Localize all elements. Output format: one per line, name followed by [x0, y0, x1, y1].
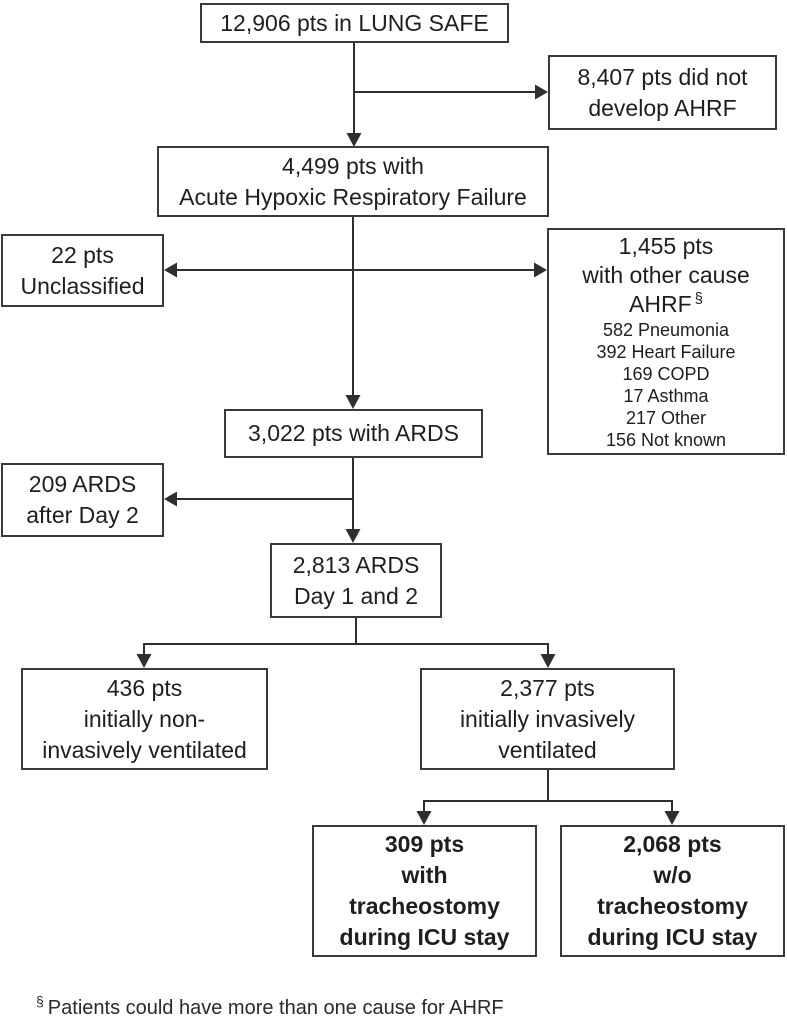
- box-noninvasive-ventilated: 436 pts initially non- invasively ventil…: [21, 668, 268, 770]
- box-text-line: with: [401, 862, 448, 888]
- box-text-line: during ICU stay: [587, 924, 758, 950]
- box-text-line: initially invasively: [459, 705, 636, 732]
- box-text-line: AHRF§: [629, 290, 703, 319]
- arrowhead-into-other-cause: [534, 262, 547, 278]
- arrowhead-into-ahrf: [346, 133, 362, 147]
- cause-item: 156 Not known: [605, 430, 727, 450]
- box-text-line: 8,407 pts did not: [577, 63, 748, 90]
- box-text-line: invasively ventilated: [42, 736, 247, 763]
- arrowhead-into-day12: [345, 529, 361, 543]
- box-text-line: 2,813 ARDS: [292, 551, 420, 578]
- footnote-text: Patients could have more than one cause …: [47, 997, 504, 1019]
- box-ards: 3,022 pts with ARDS: [224, 409, 483, 458]
- box-no-ahrf: 8,407 pts did not develop AHRF: [548, 55, 777, 130]
- cause-item: 392 Heart Failure: [596, 342, 736, 362]
- box-no-tracheostomy: 2,068 pts w/o tracheostomy during ICU st…: [560, 825, 785, 957]
- box-text-line: Day 1 and 2: [293, 582, 419, 609]
- box-text-line: 309 pts: [384, 831, 465, 857]
- box-text-line: 2,068 pts: [623, 831, 722, 857]
- arrowhead-into-tracheostomy: [416, 811, 432, 825]
- arrowhead-into-unclassified: [164, 262, 177, 278]
- box-text-line: 1,455 pts: [618, 233, 714, 259]
- footnote: §Patients could have more than one cause…: [36, 993, 504, 1020]
- box-text-line: initially non-: [83, 705, 206, 732]
- box-lung-safe-total: 12,906 pts in LUNG SAFE: [200, 3, 509, 43]
- cause-item: 17 Asthma: [623, 386, 709, 406]
- box-text-line: after Day 2: [26, 502, 139, 528]
- ahrf-label: AHRF: [629, 291, 692, 317]
- box-text-line: 12,906 pts in LUNG SAFE: [220, 9, 489, 36]
- cause-item: 582 Pneumonia: [602, 320, 730, 340]
- cause-item: 169 COPD: [622, 364, 710, 384]
- footnote-marker: §: [694, 290, 703, 308]
- footnote-marker: §: [36, 993, 44, 1010]
- box-other-cause-ahrf: 1,455 pts with other cause AHRF§ 582 Pne…: [547, 228, 785, 455]
- box-text-line: 436 pts: [106, 674, 183, 701]
- arrowhead-into-no-ahrf: [535, 84, 548, 100]
- box-text-line: 2,377 pts: [500, 674, 595, 701]
- arrowhead-into-noninvasive: [136, 654, 152, 668]
- box-text-line: Acute Hypoxic Respiratory Failure: [179, 183, 527, 210]
- box-text-line: with other cause: [582, 262, 750, 288]
- box-unclassified: 22 pts Unclassified: [1, 234, 164, 307]
- box-text-line: Unclassified: [20, 272, 145, 299]
- arrowhead-into-ards: [345, 395, 361, 409]
- box-ahrf: 4,499 pts with Acute Hypoxic Respiratory…: [157, 146, 549, 217]
- arrowhead-into-no-tracheostomy: [664, 811, 680, 825]
- arrowhead-into-invasive: [540, 654, 556, 668]
- box-text-line: 3,022 pts with ARDS: [248, 420, 459, 446]
- box-text-line: tracheostomy: [597, 893, 748, 919]
- cause-item: 217 Other: [625, 408, 707, 428]
- box-text-line: ventilated: [498, 736, 597, 763]
- box-ards-after-day2: 209 ARDS after Day 2: [1, 463, 164, 537]
- box-text-line: develop AHRF: [588, 94, 737, 121]
- box-text-line: 22 pts: [51, 241, 114, 268]
- box-ards-day-1-2: 2,813 ARDS Day 1 and 2: [270, 543, 442, 618]
- box-text-line: w/o: [653, 862, 692, 888]
- box-invasively-ventilated: 2,377 pts initially invasively ventilate…: [420, 668, 675, 770]
- box-text-line: tracheostomy: [349, 893, 500, 919]
- box-text-line: 4,499 pts with: [282, 152, 424, 179]
- box-tracheostomy: 309 pts with tracheostomy during ICU sta…: [312, 825, 537, 957]
- box-text-line: during ICU stay: [339, 924, 510, 950]
- box-text-line: 209 ARDS: [28, 471, 137, 497]
- arrowhead-into-ards-after-day2: [164, 491, 177, 507]
